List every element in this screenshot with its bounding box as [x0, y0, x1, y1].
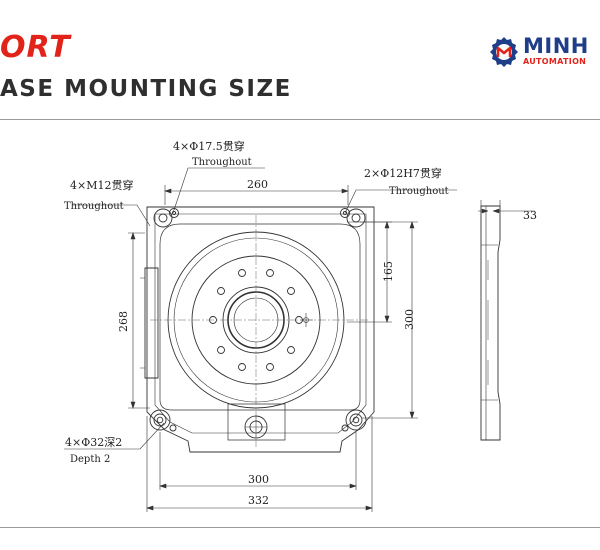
hole-top-spec: 4×Φ17.5贯穿 — [173, 139, 245, 153]
leader-lines — [64, 167, 457, 450]
base-outline — [140, 206, 375, 453]
dim-bottom-inner-width: 300 — [248, 473, 269, 486]
pin-spec: 2×Φ12H7贯穿 — [364, 166, 442, 180]
bottom-divider — [0, 527, 600, 528]
thread-spec: 4×M12贯穿 — [70, 178, 133, 192]
mounting-holes — [153, 208, 363, 439]
brand-fragment: ORT — [0, 30, 71, 65]
dim-left-height: 268 — [117, 311, 130, 332]
dim-bottom-outer-width: 332 — [248, 494, 269, 507]
pin-note: Throughout — [389, 186, 449, 197]
center-lines — [150, 215, 370, 448]
dim-side-inner-height: 165 — [382, 261, 395, 282]
counterbore-spec: 4×Φ32深2 — [65, 436, 122, 449]
company-logo: MINH AUTOMATION — [487, 33, 600, 73]
thread-note: Throughout — [64, 201, 124, 212]
logo-subtitle: AUTOMATION — [523, 57, 587, 66]
section-title: ASE MOUNTING SIZE — [0, 76, 292, 102]
dim-top-width: 260 — [247, 178, 268, 191]
dimension-lines — [128, 185, 418, 512]
logo-name: MINH — [523, 34, 589, 58]
counterbore-note: Depth 2 — [70, 454, 110, 465]
side-profile-view — [478, 200, 535, 441]
hole-top-note: Throughout — [192, 157, 252, 168]
top-divider — [0, 119, 600, 120]
dim-side-outer-height: 300 — [403, 309, 416, 330]
dim-profile-thickness: 33 — [523, 209, 537, 222]
gear-icon — [490, 37, 518, 67]
